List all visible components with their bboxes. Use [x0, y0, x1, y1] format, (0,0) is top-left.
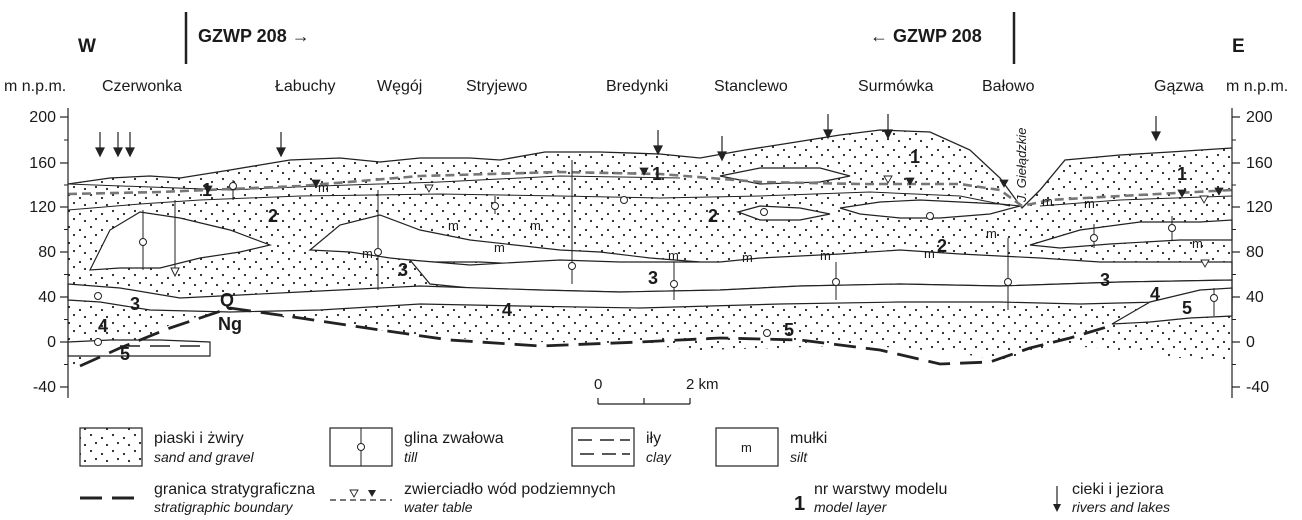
place-name: Węgój [377, 78, 422, 95]
place-name: Bałowo [982, 78, 1035, 95]
silt-mark: m [820, 248, 831, 263]
legend-layer-symbol: 1 [794, 493, 805, 515]
neogene-label: Ng [218, 314, 242, 334]
silt-mark: m [362, 246, 373, 261]
west-label: W [78, 36, 96, 57]
quaternary-label: Q [220, 290, 234, 310]
layer-number: 4 [1150, 284, 1160, 304]
layer-number: 1 [910, 147, 920, 167]
layer-number: 2 [268, 206, 278, 226]
legend-till-en: till [404, 449, 418, 465]
axis-tick-label-left: 120 [29, 199, 56, 216]
clay-body [68, 340, 210, 356]
silt-mark: m [924, 246, 935, 261]
gzwp-right-label: ← GZWP 208 [870, 26, 982, 46]
legend-sand-en: sand and gravel [154, 449, 255, 465]
legend-water-table-pl: zwierciadło wód podziemnych [404, 481, 616, 498]
legend-silt-symbol: m [741, 440, 752, 455]
legend-sand-swatch [80, 428, 142, 466]
legend-layer-en: model layer [814, 499, 888, 515]
legend-silt-pl: mułki [790, 430, 827, 447]
place-names: Czerwonka Łabuchy Węgój Stryjewo Bredynki Sta… [102, 78, 1204, 95]
layer-number: 2 [937, 236, 947, 256]
silt-mark: m [668, 248, 679, 263]
place-name: Bredynki [606, 78, 668, 95]
legend-boundary-en: stratigraphic boundary [154, 499, 294, 515]
scale-end: 2 km [686, 376, 719, 393]
east-label: E [1232, 36, 1245, 57]
layer-number: 5 [1182, 298, 1192, 318]
silt-mark: m [1192, 236, 1203, 251]
legend-clay-pl: iły [646, 430, 661, 447]
legend-till-pl: glina zwałowa [404, 430, 504, 447]
layer-number: 1 [652, 164, 662, 184]
legend-silt-en: silt [790, 449, 808, 465]
layer-number: 5 [120, 344, 130, 364]
silt-mark: m [742, 250, 753, 265]
silt-mark: m [530, 218, 541, 233]
axis-tick-label-right: 80 [1246, 244, 1264, 261]
axis-tick-label-right: 120 [1246, 199, 1273, 216]
axis-tick-label-left: -40 [33, 379, 56, 396]
place-name: Surmówka [858, 78, 934, 95]
layer-number: 3 [398, 260, 408, 280]
legend-layer-pl: nr warstwy modelu [814, 481, 947, 498]
axis-unit-right: m n.p.m. [1226, 78, 1288, 95]
scale-bar: 0 2 km [594, 376, 719, 404]
legend-river-en: rivers and lakes [1072, 499, 1170, 515]
place-name: Stanclewo [714, 78, 788, 95]
silt-mark: m [1042, 194, 1053, 209]
axis-tick-label-right: 200 [1246, 109, 1273, 126]
place-name: Łabuchy [275, 78, 336, 95]
silt-mark: m [1084, 196, 1095, 211]
legend-boundary-pl: granica stratygraficzna [154, 481, 315, 498]
legend-clay-swatch [572, 428, 634, 466]
legend-water-table-en: water table [404, 499, 473, 515]
axis-tick-label-left: 160 [29, 155, 56, 172]
layer-number: 2 [708, 206, 718, 226]
axis-tick-label-left: 0 [47, 334, 56, 351]
layer-number: 3 [648, 268, 658, 288]
legend: piaski i żwiry sand and gravel glina zwa… [80, 428, 1170, 515]
layer-number: 1 [202, 180, 212, 200]
layer-number: 4 [502, 300, 512, 320]
layer-number: 1 [1177, 164, 1187, 184]
layer-number: 4 [98, 316, 108, 336]
silt-mark: m [318, 180, 329, 195]
place-name: Gązwa [1154, 78, 1204, 95]
axis-tick-label-right: 0 [1246, 334, 1255, 351]
layer-number: 5 [784, 320, 794, 340]
legend-sand-pl: piaski i żwiry [154, 430, 244, 447]
place-name: Czerwonka [102, 78, 182, 95]
layer-number: 3 [130, 294, 140, 314]
silt-mark: m [986, 226, 997, 241]
axis-tick-label-right: -40 [1246, 379, 1269, 396]
axis-tick-label-right: 160 [1246, 155, 1273, 172]
legend-clay-en: clay [646, 449, 672, 465]
axis-tick-label-left: 40 [38, 289, 56, 306]
silt-mark: m [494, 240, 505, 255]
scale-start: 0 [594, 376, 602, 393]
place-name: Stryjewo [466, 78, 527, 95]
axis-unit-left: m n.p.m. [4, 78, 66, 95]
silt-mark: m [448, 218, 459, 233]
gzwp-left-label: GZWP 208 → [198, 26, 310, 46]
axis-tick-label-right: 40 [1246, 289, 1264, 306]
axis-tick-label-left: 200 [29, 109, 56, 126]
layer-number: 3 [1100, 270, 1110, 290]
lake-label: J. Giełądzkie [1014, 128, 1029, 203]
legend-river-pl: cieki i jeziora [1072, 481, 1164, 498]
axis-tick-label-left: 80 [38, 244, 56, 261]
